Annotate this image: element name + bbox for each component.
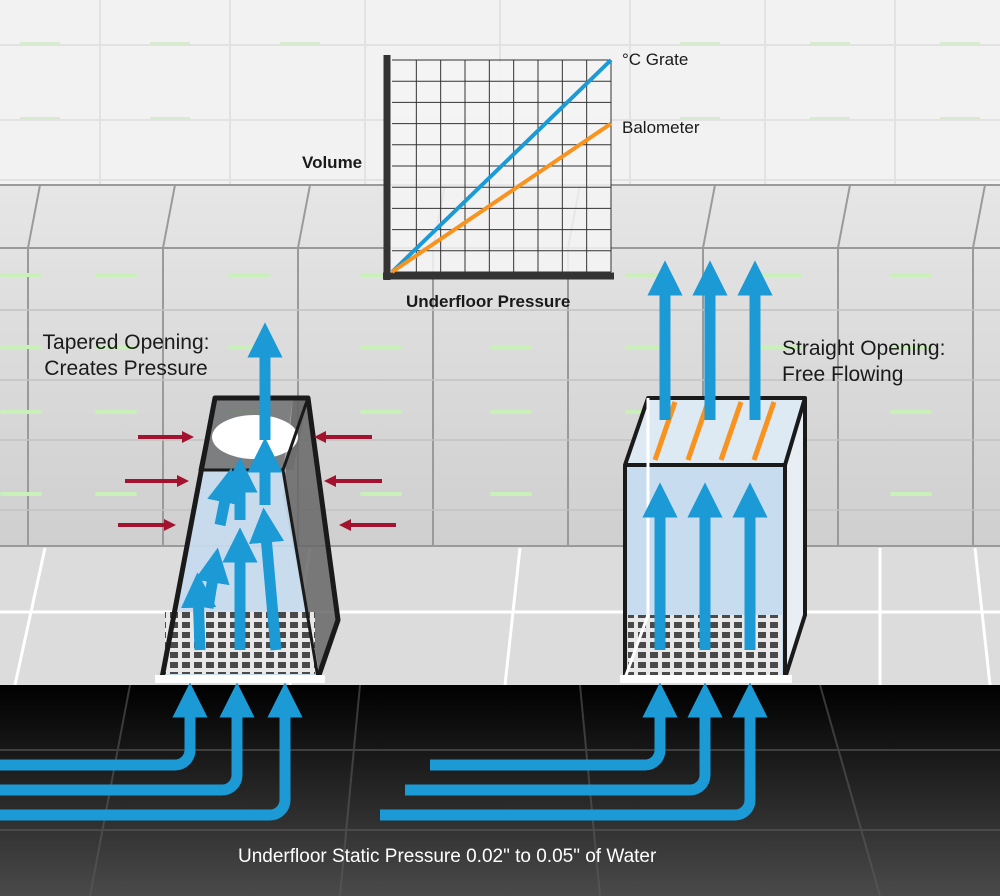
tapered-opening-caption: Tapered Opening: Creates Pressure — [28, 330, 224, 382]
raised-floor — [0, 545, 1000, 686]
series-label-balometer: Balometer — [622, 118, 700, 137]
rack-led — [890, 345, 932, 349]
volume-pressure-chart — [383, 55, 614, 280]
rack-led — [490, 345, 532, 349]
rack-led — [890, 273, 932, 277]
underfloor-airflow-left — [0, 682, 303, 821]
rack-led — [760, 273, 802, 277]
chart-grid — [392, 59, 612, 273]
straight-caption-line2: Free Flowing — [782, 363, 904, 386]
tapered-caption-line2: Creates Pressure — [44, 357, 208, 380]
rack-led — [890, 492, 932, 496]
rack-led — [95, 492, 137, 496]
x-axis-label: Underfloor Pressure — [406, 292, 571, 311]
rack-led — [0, 273, 42, 277]
straight-opening-caption: Straight Opening: Free Flowing — [782, 336, 945, 388]
rack-led — [0, 492, 42, 496]
rack-led — [360, 345, 402, 349]
rack-led — [490, 492, 532, 496]
straight-caption-line1: Straight Opening: — [782, 337, 946, 360]
rack-led — [625, 345, 667, 349]
y-axis-label: Volume — [302, 153, 363, 172]
straight-airflow-arrows — [642, 260, 773, 650]
straight-opening-box — [620, 396, 807, 683]
pressure-arrows — [118, 431, 396, 531]
tapered-opening-hole — [212, 415, 298, 459]
rack-led — [760, 345, 802, 349]
series-line-1 — [390, 121, 613, 274]
rack-led — [228, 273, 270, 277]
series-line-0 — [390, 58, 613, 274]
rack-led — [0, 345, 42, 349]
series-label-grate: °C Grate — [622, 50, 689, 69]
tapered-airflow-arrows — [180, 322, 285, 651]
rack-led — [360, 410, 402, 414]
rack-led — [0, 410, 42, 414]
rack-led — [490, 410, 532, 414]
rack-led — [95, 345, 137, 349]
rack-led — [95, 273, 137, 277]
rack-led — [360, 492, 402, 496]
rack-led — [95, 410, 137, 414]
rack-led — [890, 410, 932, 414]
tapered-caption-line1: Tapered Opening: — [42, 331, 210, 354]
static-pressure-caption: Underfloor Static Pressure 0.02" to 0.05… — [238, 846, 657, 867]
underfloor-airflow-right — [380, 682, 768, 821]
rack-led — [625, 273, 667, 277]
